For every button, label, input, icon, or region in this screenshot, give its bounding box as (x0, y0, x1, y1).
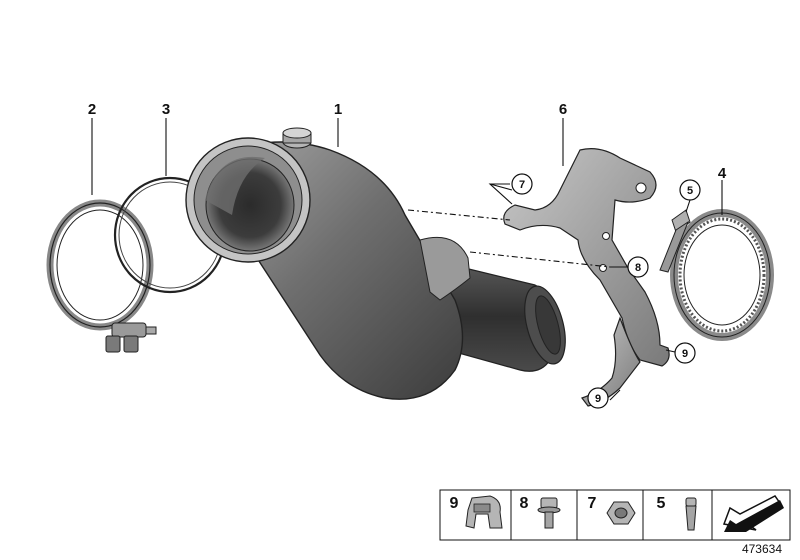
bracket-part-6 (503, 148, 670, 407)
clamp-part-2 (46, 199, 157, 353)
legend-number: 5 (657, 495, 666, 512)
clamp-bolt-head (105, 322, 157, 353)
callout-3: 3 (162, 101, 170, 118)
legend-number: 9 (450, 495, 459, 512)
parts-legend: 9 8 7 5 (439, 489, 791, 541)
callout-8: 8 (635, 262, 641, 274)
leader-lines (91, 118, 723, 401)
direction-arrow-icon (722, 495, 784, 532)
callout-9-upper: 9 (682, 348, 688, 360)
document-number: 473634 (742, 542, 782, 556)
legend-number: 8 (520, 495, 529, 512)
callout-7: 7 (519, 179, 525, 191)
stud-icon (685, 497, 697, 531)
callout-2: 2 (88, 101, 96, 118)
callout-1: 1 (334, 101, 342, 118)
legend-item-bolt: 8 (520, 495, 561, 529)
clip-icon (465, 495, 503, 529)
legend-item-nut: 7 (588, 495, 636, 525)
legend-item-stud: 5 (657, 495, 697, 531)
legend-number: 7 (588, 495, 597, 512)
legend-item-clip: 9 (450, 495, 503, 529)
ring-clamp-part-4 (670, 209, 774, 341)
stud-part-5 (659, 209, 691, 273)
nut-icon (606, 501, 636, 525)
bolt-icon (537, 497, 561, 529)
callouts: 2 3 1 6 4 7 5 8 9 9 (88, 101, 727, 409)
callout-5: 5 (687, 185, 693, 197)
callout-6: 6 (559, 101, 567, 118)
callout-9-lower: 9 (595, 393, 601, 405)
catalytic-converter-part-1 (185, 127, 566, 400)
callout-4: 4 (718, 165, 727, 182)
